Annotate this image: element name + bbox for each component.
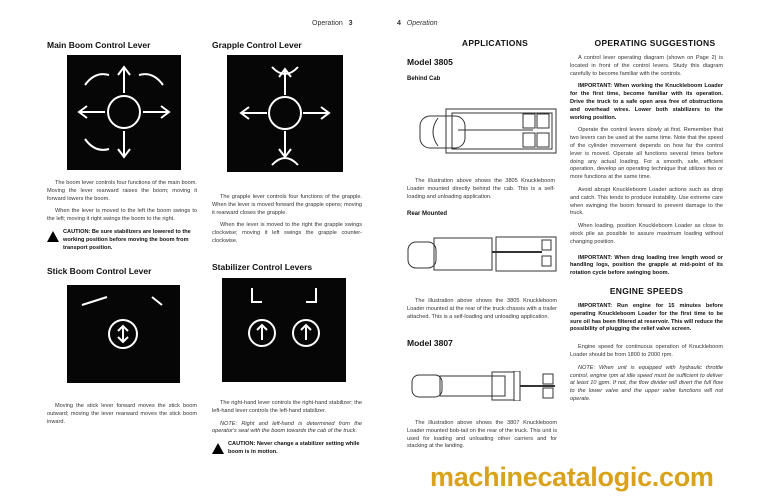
grapple-title: Grapple Control Lever (212, 40, 302, 50)
paragraph: When the lever is moved to the right the… (212, 222, 362, 244)
behind-cab-text: The illustration above shows the 3805 Kn… (407, 178, 555, 206)
lever-arrows-icon (81, 296, 163, 349)
lever-arrows-icon (239, 66, 331, 166)
header-section: Operation (406, 20, 438, 27)
important-note: IMPORTANT: When drag loading tree length… (570, 254, 723, 277)
caution-text: CAUTION: Be sure stabilizers are lowered… (63, 228, 191, 251)
paragraph: The illustration above shows the 3805 Kn… (407, 298, 557, 320)
bobtail-truck-figure (411, 371, 555, 401)
page-header-left: Operation 3 (312, 20, 353, 27)
engine-speeds-title: ENGINE SPEEDS (609, 285, 684, 296)
stabilizer-text: The right-hand lever controls the right-… (212, 400, 362, 457)
page-number: 3 (348, 20, 353, 27)
note: NOTE: When unit is equipped with hydraul… (570, 364, 723, 402)
note: NOTE: Right and left-hand is determined … (212, 420, 362, 435)
paragraph: Moving the stick lever forward moves the… (47, 403, 197, 425)
model-3805-title: Model 3805 (407, 57, 453, 67)
important-note: IMPORTANT: When working the Knuckleboom … (570, 83, 723, 121)
rear-mounted-truck-figure (407, 236, 557, 272)
caution-block: CAUTION: Be sure stabilizers are lowered… (47, 229, 197, 252)
right-column-text: A control lever operating diagram (shown… (570, 55, 723, 409)
behind-cab-label: Behind Cab (407, 76, 441, 82)
model-3807-text: The illustration above shows the 3807 Kn… (407, 420, 557, 456)
caution-block: CAUTION: Never change a stabilizer setti… (212, 441, 362, 457)
grapple-text: The grapple lever controls four function… (212, 194, 362, 251)
lever-arrows-icon (77, 65, 171, 159)
paragraph: Avoid abrupt Knuckleboom Loader actions … (570, 186, 723, 217)
paragraph: The illustration above shows the 3807 Kn… (407, 420, 557, 450)
stabilizer-title: Stabilizer Control Levers (212, 262, 313, 272)
operating-suggestions-title: OPERATING SUGGESTIONS (594, 38, 716, 48)
header-section: Operation (312, 20, 343, 27)
paragraph: A control lever operating diagram (shown… (570, 55, 723, 77)
stick-boom-title: Stick Boom Control Lever (47, 266, 152, 276)
main-boom-title: Main Boom Control Lever (47, 40, 151, 50)
rear-mounted-text: The illustration above shows the 3805 Kn… (407, 298, 557, 326)
paragraph: Operate the control levers slowly at fir… (570, 127, 723, 181)
stabilizer-levers-figure (222, 278, 346, 382)
paragraph: Engine speed for continuous operation of… (570, 344, 723, 358)
paragraph: The illustration above shows the 3805 Kn… (407, 178, 555, 200)
watermark: machinecatalogic.com (430, 462, 714, 492)
important-note: IMPORTANT: Run engine for 15 minutes bef… (570, 302, 723, 333)
paragraph: The boom lever controls four functions o… (47, 180, 197, 202)
grapple-lever-figure (227, 55, 343, 172)
applications-title: APPLICATIONS (461, 38, 529, 48)
rear-mounted-label: Rear Mounted (407, 211, 448, 217)
paragraph: The right-hand lever controls the right-… (212, 400, 362, 414)
main-boom-lever-figure (67, 55, 181, 170)
lever-arrows-icon (248, 288, 320, 347)
warning-icon (47, 230, 59, 242)
main-boom-text: The boom lever controls four functions o… (47, 180, 197, 252)
caution-text: CAUTION: Never change a stabilizer setti… (228, 441, 360, 455)
behind-cab-truck-figure (419, 108, 557, 154)
stick-boom-lever-figure (67, 285, 180, 383)
page-header-right: 4 Operation (397, 20, 438, 27)
paragraph: When loading, position Knuckleboom Loade… (570, 223, 723, 245)
paragraph: When the lever is moved to the left the … (47, 208, 197, 223)
page-number: 4 (397, 20, 401, 27)
paragraph: The grapple lever controls four function… (212, 194, 362, 216)
stick-boom-text: Moving the stick lever forward moves the… (47, 403, 197, 431)
model-3807-title: Model 3807 (407, 338, 453, 348)
warning-icon (212, 443, 224, 455)
